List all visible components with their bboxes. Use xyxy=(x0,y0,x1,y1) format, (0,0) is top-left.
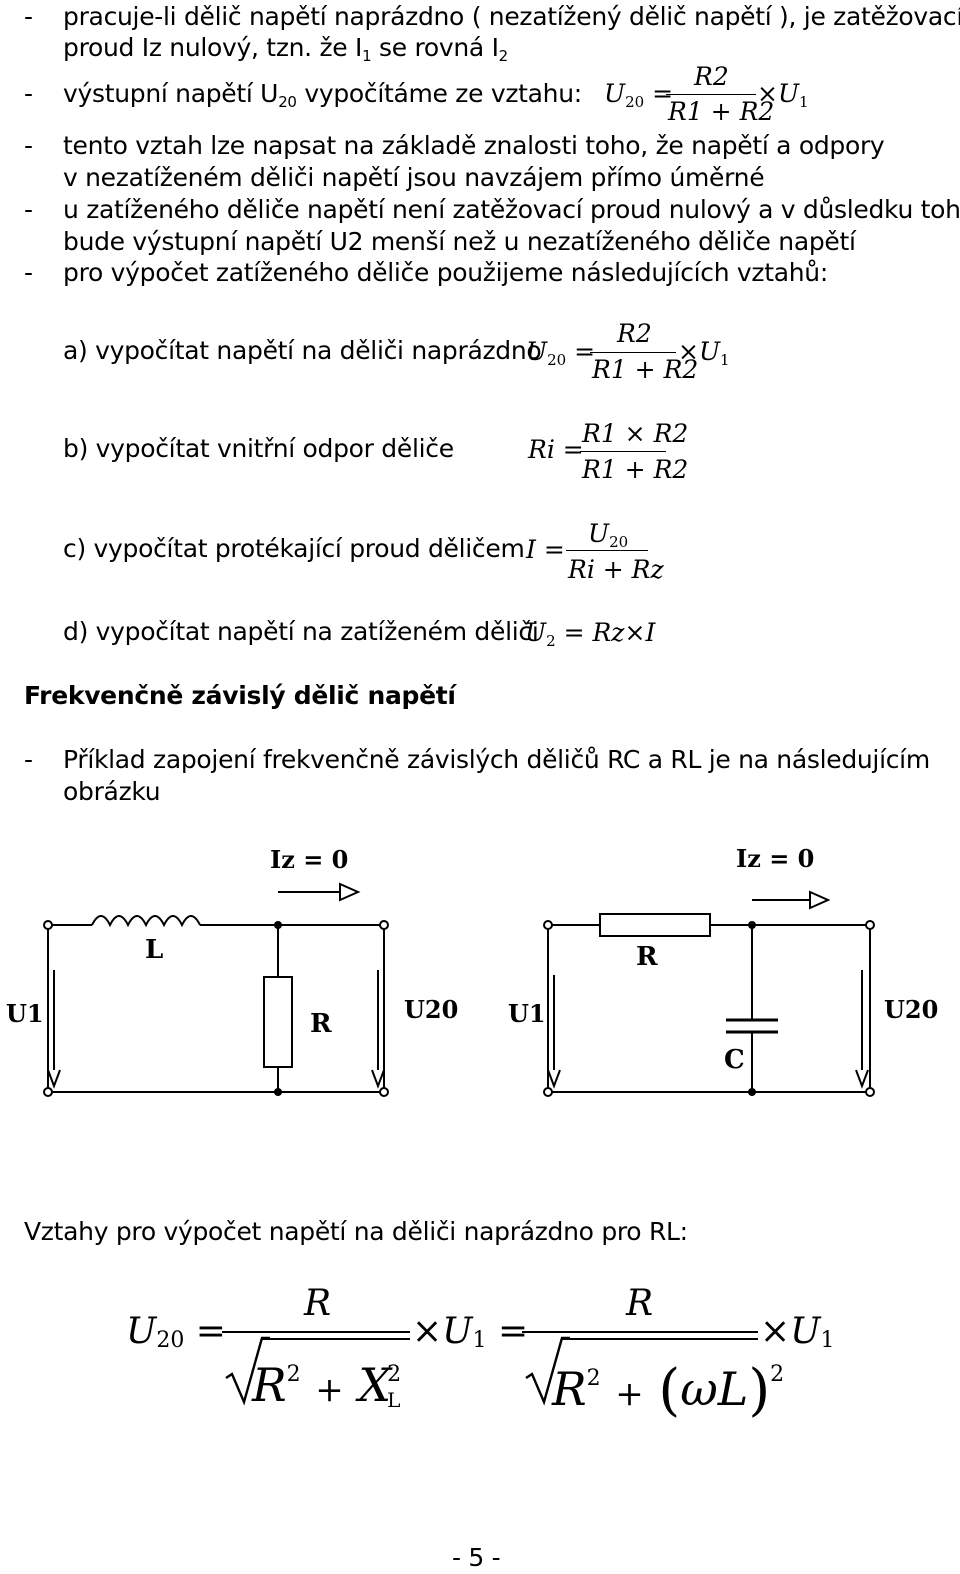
bullet-dash: - xyxy=(24,258,34,287)
capacitor-label: C xyxy=(724,1045,745,1075)
bullet-dash: - xyxy=(24,745,34,774)
bullet-dash: - xyxy=(24,79,34,108)
step-d: d) vypočítat napětí na zatíženém děliči xyxy=(63,617,539,646)
input-voltage-label: U1 xyxy=(508,999,546,1028)
inductor-label: L xyxy=(145,935,163,965)
text-line: tento vztah lze napsat na základě znalos… xyxy=(63,131,885,160)
section-heading: Frekvenčně závislý dělič napětí xyxy=(24,681,456,710)
page-number: - 5 - xyxy=(452,1543,501,1572)
output-voltage-label: U20 xyxy=(884,995,938,1024)
text-line: pracuje-li dělič napětí naprázdno ( neza… xyxy=(63,2,960,31)
bullet-dash: - xyxy=(24,195,34,224)
text-line: proud Iz nulový, tzn. že I1 se rovná I2 xyxy=(63,33,508,65)
step-b: b) vypočítat vnitřní odpor děliče xyxy=(63,434,454,463)
text-line: pro výpočet zatíženého děliče použijeme … xyxy=(63,258,828,287)
text-line: v nezatíženém děliči napětí jsou navzáje… xyxy=(63,163,765,192)
rl-circuit-diagram: Iz = 0 L R U1 U20 xyxy=(6,845,458,1097)
text-line: u zatíženého děliče napětí není zatěžova… xyxy=(63,195,960,224)
text-line: Příklad zapojení frekvenčně závislých dě… xyxy=(63,745,930,774)
text-line: obrázku xyxy=(63,777,161,806)
bullet-dash: - xyxy=(24,2,34,31)
input-voltage-label: U1 xyxy=(6,999,44,1028)
bullet-dash: - xyxy=(24,131,34,160)
text-line: výstupní napětí U20 vypočítáme ze vztahu… xyxy=(63,79,582,111)
resistor-label: R xyxy=(636,942,658,972)
step-c: c) vypočítat protékající proud děličem xyxy=(63,534,525,563)
formula-step-d: U2 = Rz×I xyxy=(525,618,656,651)
rl-formula-heading: Vztahy pro výpočet napětí na děliči napr… xyxy=(24,1217,688,1246)
output-voltage-label: U20 xyxy=(404,995,458,1024)
step-a: a) vypočítat napětí na děliči naprázdno xyxy=(63,336,542,365)
text-line: bude výstupní napětí U2 menší než u neza… xyxy=(63,227,856,256)
resistor-label: R xyxy=(310,1009,332,1039)
current-label: Iz = 0 xyxy=(736,844,814,873)
rc-circuit-diagram: Iz = 0 R C U1 U20 xyxy=(508,844,938,1097)
current-label: Iz = 0 xyxy=(270,845,348,874)
